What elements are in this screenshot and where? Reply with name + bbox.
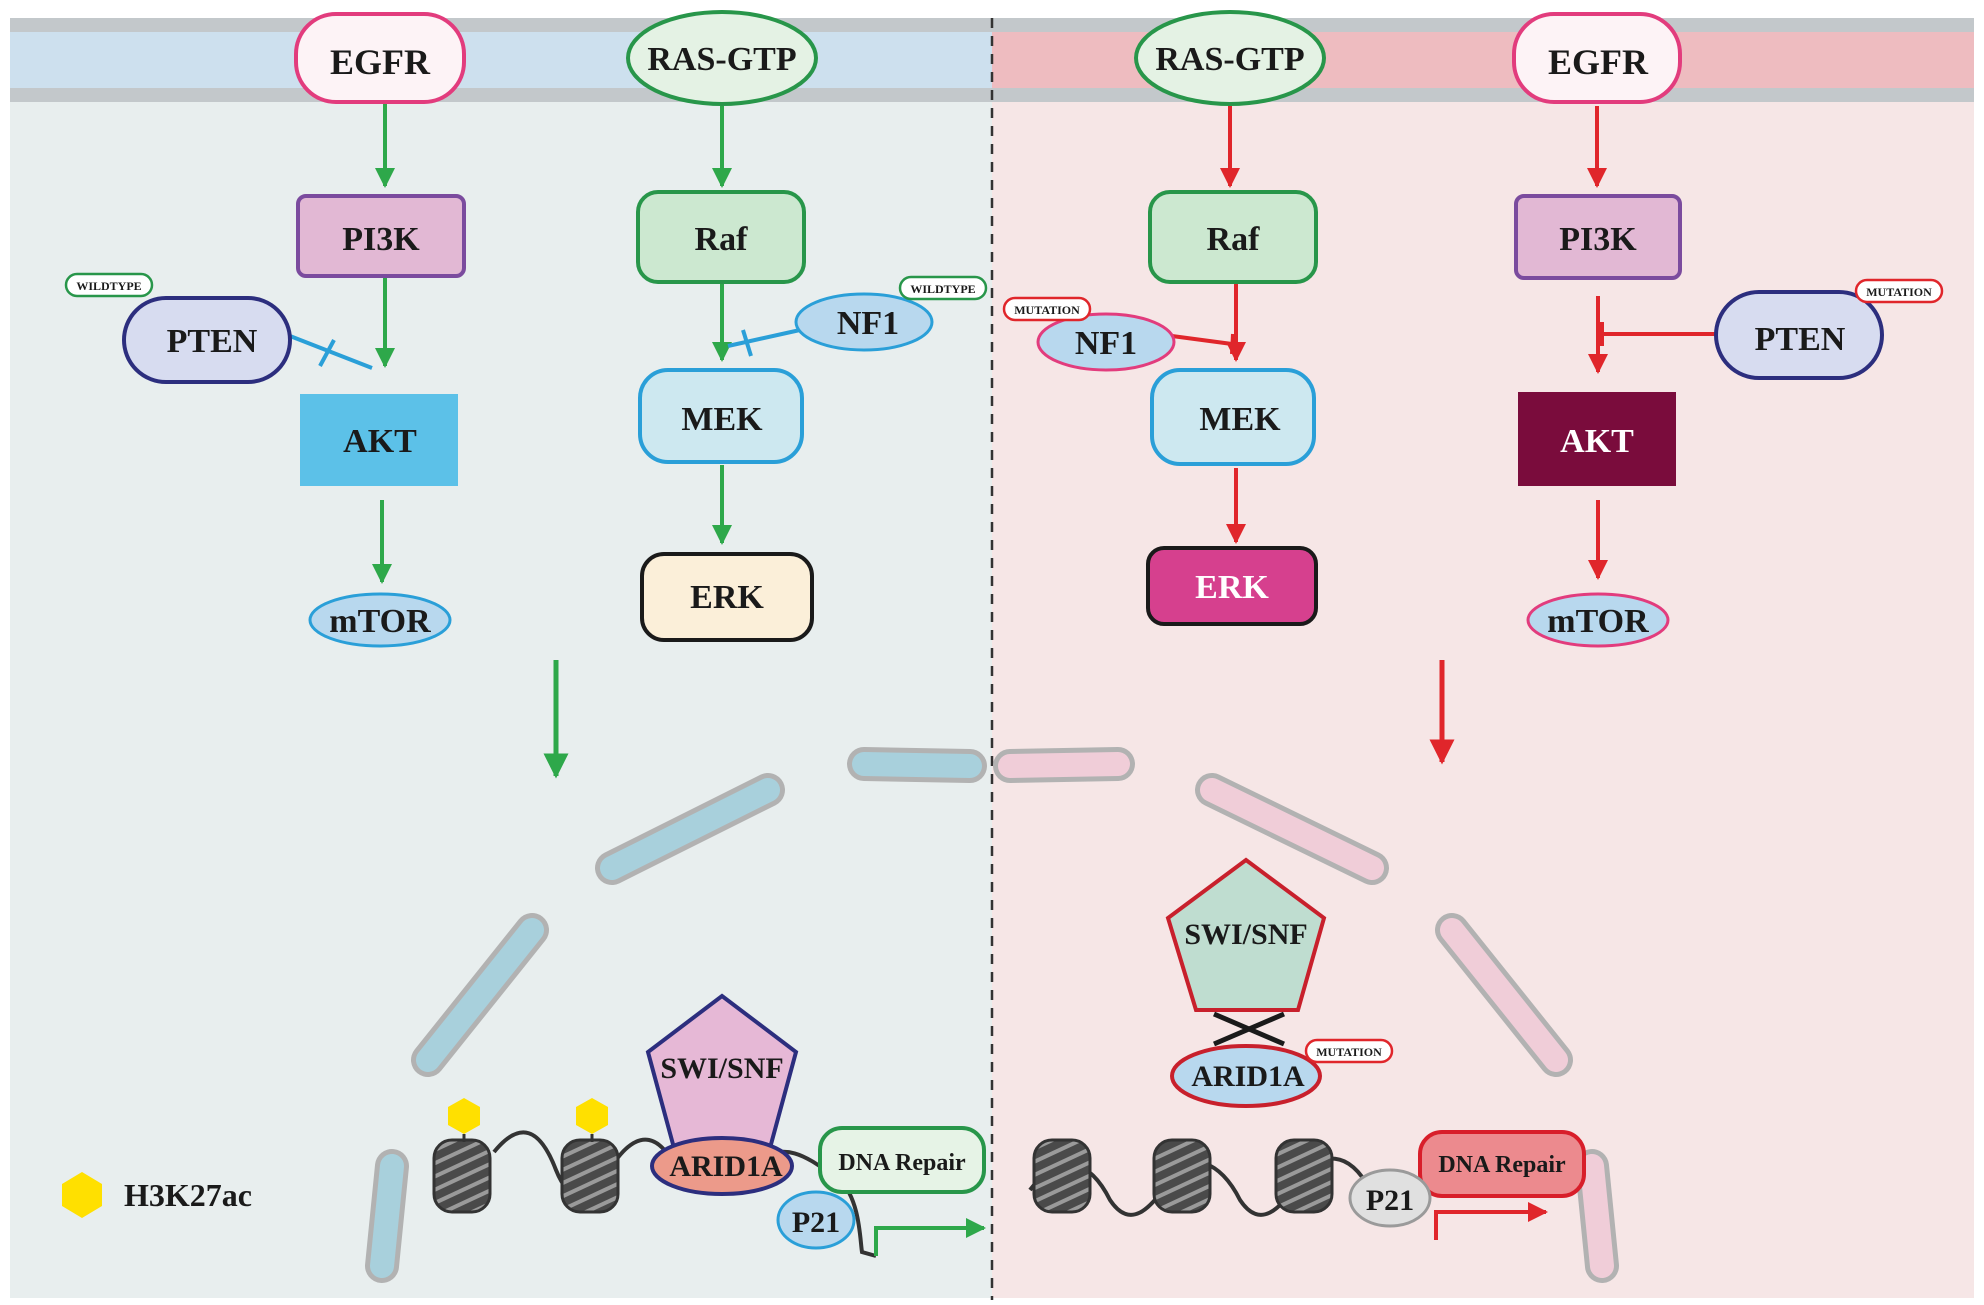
disrupted-binding-cross: [1213, 1011, 1285, 1047]
swi-snf-complex-right: [1165, 857, 1327, 1012]
erk-label-right: ERK: [1195, 569, 1269, 606]
nf1-status-label-left: WILDTYPE: [910, 282, 975, 296]
ras-gtp-label-left: RAS-GTP: [647, 41, 796, 78]
h3k27ac-legend-label: H3K27ac: [124, 1177, 252, 1213]
arid1a-status-label-right: MUTATION: [1316, 1045, 1382, 1059]
nuclear-envelope-right: [993, 747, 1619, 1283]
p21-node-right: [1348, 1168, 1432, 1228]
egfr-node-right: [1512, 12, 1682, 104]
pten-node-left: [122, 296, 292, 384]
h3k27ac-marker-2: [576, 1098, 608, 1134]
swi-snf-label-left: SWI/SNF: [660, 1052, 783, 1085]
dna-repair-node-left: [818, 1126, 986, 1194]
nf1-status-label-right: MUTATION: [1014, 303, 1080, 317]
nuclear-envelope-left: [365, 747, 987, 1283]
ras-gtp-label-right: RAS-GTP: [1155, 41, 1304, 78]
pi3k-node-left: [296, 194, 466, 278]
mek-label-left: MEK: [681, 401, 763, 438]
ras-gtp-node-right: [1134, 10, 1326, 106]
raf-label-right: Raf: [1207, 221, 1261, 258]
p21-node-left: [776, 1190, 856, 1250]
pten-status-tag-left: [64, 272, 154, 298]
arid1a-label-left: ARID1A: [669, 1150, 783, 1183]
pi3k-node-right: [1514, 194, 1682, 280]
pi3k-label-right: PI3K: [1559, 221, 1637, 258]
mek-label-right: MEK: [1199, 401, 1281, 438]
nf1-status-tag-right: [1002, 296, 1092, 322]
inhibition-nf1-mek-left: [727, 328, 801, 357]
p21-label-left: P21: [792, 1206, 840, 1239]
h3k27ac-legend-icon: [62, 1172, 102, 1218]
nf1-node-left: [794, 292, 934, 352]
nucleosome-left-2: [560, 1138, 620, 1214]
nf1-status-tag-left: [898, 275, 988, 301]
dna-repair-node-right: [1418, 1130, 1586, 1198]
erk-node-right: [1146, 546, 1318, 626]
mek-node-right: [1150, 368, 1316, 466]
inhibition-nf1-mek-right: [1171, 333, 1235, 355]
akt-node-right: [1518, 392, 1676, 486]
akt-label-left: AKT: [343, 423, 417, 460]
p21-label-right: P21: [1366, 1184, 1414, 1217]
mtor-label-right: mTOR: [1547, 603, 1649, 640]
nf1-label-right: NF1: [1075, 325, 1137, 362]
egfr-node-left: [294, 12, 466, 104]
mtor-label-left: mTOR: [329, 603, 431, 640]
akt-node-left: [300, 394, 458, 486]
pten-node-right: [1714, 290, 1884, 380]
inhibition-pten-akt-right: [1600, 322, 1716, 346]
pten-status-label-right: MUTATION: [1866, 285, 1932, 299]
pten-label-left: PTEN: [167, 323, 258, 360]
transcription-arrow-right: [1434, 1202, 1548, 1240]
h3k27ac-marker-1: [448, 1098, 480, 1134]
ras-gtp-node-left: [626, 10, 818, 106]
arid1a-node-right: [1170, 1044, 1322, 1108]
right-cytoplasm: [992, 18, 1974, 1298]
pten-status-label-left: WILDTYPE: [76, 279, 141, 293]
erk-label-left: ERK: [690, 579, 764, 616]
mtor-node-left: [308, 592, 452, 648]
nucleosome-right-1: [1032, 1138, 1092, 1214]
mtor-node-right: [1526, 592, 1670, 648]
arid1a-label-right: ARID1A: [1191, 1060, 1305, 1093]
egfr-label-left: EGFR: [330, 42, 431, 82]
nucleosome-right-2: [1152, 1138, 1212, 1214]
akt-label-right: AKT: [1560, 423, 1634, 460]
raf-node-right: [1148, 190, 1318, 284]
pi3k-label-left: PI3K: [342, 221, 420, 258]
nf1-label-left: NF1: [837, 305, 899, 342]
dna-repair-label-right: DNA Repair: [1438, 1152, 1566, 1178]
left-membrane: [10, 18, 992, 102]
raf-node-left: [636, 190, 806, 284]
mek-node-left: [638, 368, 804, 464]
left-cytoplasm: [10, 18, 992, 1298]
transcription-arrow-left: [874, 1218, 986, 1256]
pten-label-right: PTEN: [1755, 321, 1846, 358]
inhibition-pten-akt-left: [289, 334, 373, 370]
dna-repair-label-left: DNA Repair: [838, 1150, 966, 1176]
erk-node-left: [640, 552, 814, 642]
swi-snf-label-right: SWI/SNF: [1184, 918, 1307, 951]
pten-status-tag-right: [1854, 278, 1944, 304]
nf1-node-right: [1036, 312, 1176, 372]
raf-label-left: Raf: [695, 221, 749, 258]
arid1a-node-left: [650, 1136, 794, 1196]
egfr-label-right: EGFR: [1548, 42, 1649, 82]
nucleosome-left-1: [432, 1138, 492, 1214]
nucleosome-right-3: [1274, 1138, 1334, 1214]
arid1a-status-tag-right: [1304, 1038, 1394, 1064]
